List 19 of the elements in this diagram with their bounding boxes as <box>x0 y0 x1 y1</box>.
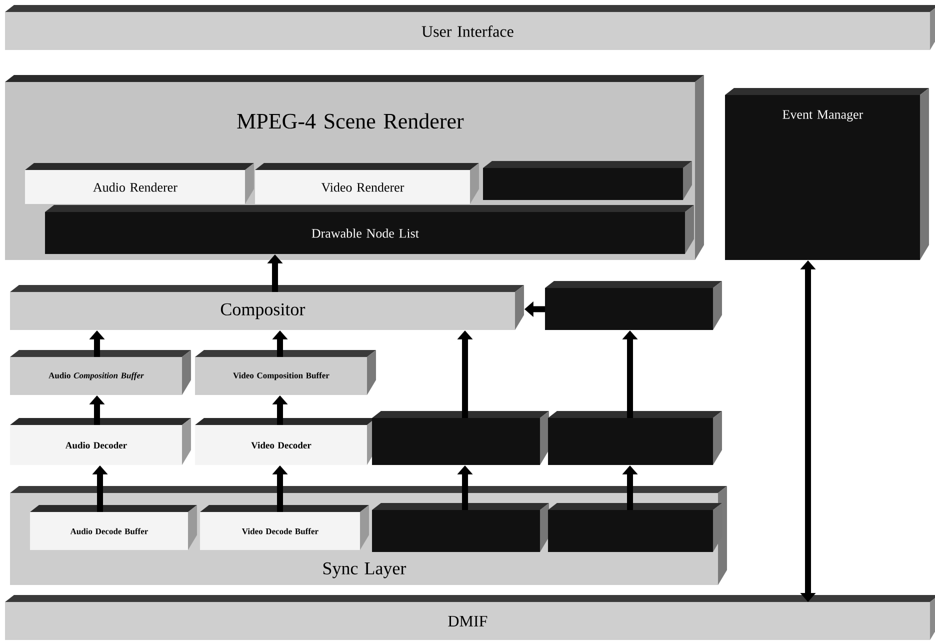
module-box: Audio Composition Buffer <box>10 350 191 395</box>
module-box: Event Manager <box>725 88 929 260</box>
layer-band: User Interface <box>5 5 935 50</box>
module-box: Audio Decoder <box>10 418 191 465</box>
module-box <box>545 281 722 330</box>
module-box: Video Renderer <box>255 163 479 204</box>
module-box: Compositor <box>10 285 524 330</box>
module-box: Video Decode Buffer <box>200 505 369 550</box>
layer-band: DMIF <box>5 595 935 640</box>
module-box: Video Composition Buffer <box>195 350 376 395</box>
module-box <box>372 503 549 552</box>
module-box <box>548 503 722 552</box>
module-box: Audio Renderer <box>25 163 254 204</box>
module-box <box>483 161 692 200</box>
module-box: Audio Decode Buffer <box>30 505 197 550</box>
module-box <box>548 411 722 465</box>
module-box: Video Decoder <box>195 418 376 465</box>
module-box <box>372 411 549 465</box>
module-box: Drawable Node List <box>45 205 694 254</box>
